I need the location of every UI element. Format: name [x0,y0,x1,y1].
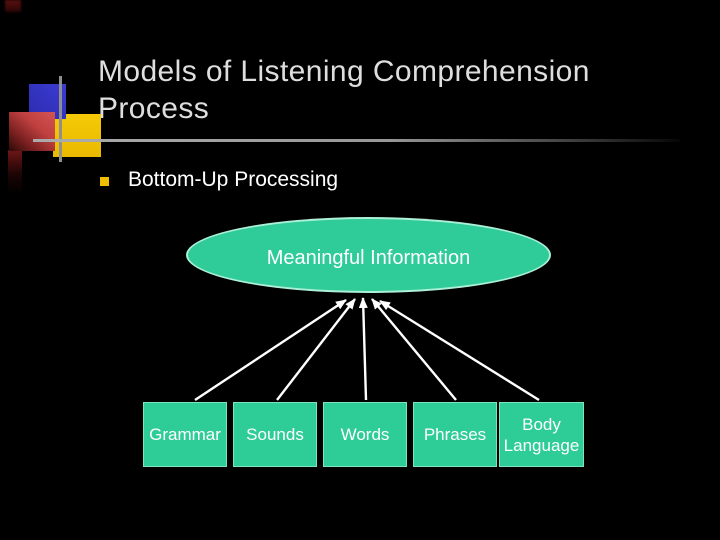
slide-title: Models of Listening Comprehension Proces… [98,53,678,127]
deco-red-square [9,112,55,151]
box-body-language: Body Language [499,402,584,467]
ellipse-meaningful-information: Meaningful Information [186,217,551,293]
box-words: Words [323,402,407,467]
bullet-square-icon [100,177,109,186]
slide-title-line1: Models of Listening Comprehension [98,55,590,88]
arrow-grammar-to-ellipse [194,298,347,402]
bullet-item-label: Bottom-Up Processing [128,168,339,191]
red-gradient-tail [8,150,22,194]
arrow-words-to-ellipse [358,297,368,401]
box-grammar: Grammar [143,402,227,467]
box-sounds: Sounds [233,402,317,467]
arrow-phrases-to-ellipse [371,298,457,401]
corner-red-smudge [5,0,21,12]
ellipse-label: Meaningful Information [266,246,471,269]
title-underline-rule [33,139,680,142]
slide-title-line2: Process [98,92,210,125]
bullet-item: Bottom-Up Processing [100,166,338,194]
box-phrases: Phrases [413,402,497,467]
arrow-bodylanguage-to-ellipse [379,299,540,402]
vertical-gray-line [59,76,62,162]
arrow-sounds-to-ellipse [276,298,356,401]
